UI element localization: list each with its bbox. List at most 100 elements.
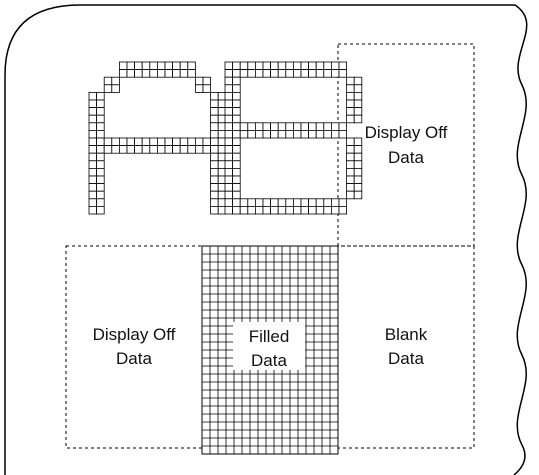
glyph-b-pixel [232,114,241,124]
glyph-a-pixel [141,61,151,70]
glyph-b-pixel [224,205,233,215]
glyph-a-pixel [96,152,105,162]
glyph-a-pixel [210,183,219,192]
glyph-b-pixel [308,198,317,207]
glyph-b-pixel [330,205,340,215]
glyph-b-pixel [292,129,302,139]
glyph-b-pixel [353,190,363,200]
glyph-a-pixel [88,137,97,146]
glyph-b-pixel [232,175,241,184]
glyph-a-pixel [96,114,105,124]
glyph-a-pixel [210,160,219,169]
glyph-b-pixel [247,129,256,139]
glyph-b-pixel [315,129,325,139]
glyph-a-pixel [119,69,128,78]
glyph-b-pixel [353,145,363,154]
glyph-b-pixel [353,107,363,116]
glyph-a-pixel [96,137,105,146]
glyph-a-pixel [172,145,181,154]
glyph-b-pixel [232,145,241,154]
glyph-b-pixel [330,61,340,70]
glyph-b-pixel [254,198,264,207]
glyph-a-pixel [88,107,97,116]
glyph-b-pixel [315,205,325,215]
glyph-b-pixel [353,76,363,86]
glyph-a-pixel [96,99,105,108]
glyph-b-pixel [247,198,256,207]
glyph-a-pixel [96,107,105,116]
glyph-a-pixel [88,152,97,162]
glyph-a-pixel [210,205,219,215]
glyph-b-pixel [232,167,241,177]
glyph-b-pixel [353,160,363,169]
glyph-b-pixel [346,92,355,101]
glyph-b-pixel [224,122,233,131]
glyph-a-pixel [141,145,151,154]
glyph-b-pixel [224,107,233,116]
glyph-b-pixel [239,205,249,215]
glyph-b-pixel [285,69,294,78]
glyph-b-pixel [232,76,241,86]
glyph-a-pixel [111,145,120,154]
glyph-a-pixel [210,129,219,139]
glyph-a-pixel [119,145,128,154]
glyph-b-pixel [308,69,317,78]
glyph-b-pixel [346,145,355,154]
glyph-b-pixel [239,129,249,139]
bottom-right-label-line1: Blank [385,325,428,344]
glyph-b-pixel [239,61,249,70]
glyph-a-pixel [149,137,158,146]
glyph-b-pixel [315,69,325,78]
glyph-b-pixel [224,137,233,146]
glyph-a-pixel [187,69,196,78]
glyph-a-pixel [96,160,105,169]
glyph-a-pixel [96,145,105,154]
glyph-b-pixel [346,183,355,192]
glyph-b-pixel [232,129,241,139]
glyph-a-pixel [126,137,135,146]
glyph-a-pixel [179,137,189,146]
glyph-b-pixel [232,205,241,215]
glyph-a-pixel [194,76,204,86]
panel-outline [4,4,528,475]
top-right-label-line1: Display Off [365,123,448,142]
glyph-b-pixel [277,69,287,78]
glyph-b-pixel [224,129,233,139]
glyph-b-pixel [353,137,363,146]
glyph-a-pixel [96,198,105,207]
glyph-b-pixel [300,69,309,78]
glyph-b-pixel [330,198,340,207]
filled-label-line1: Filled [249,327,290,346]
glyph-a-pixel [103,145,113,154]
glyph-b-pixel [224,84,233,93]
glyph-b-pixel [346,107,355,116]
glyph-b-pixel [232,84,241,93]
glyph-b-pixel [254,205,264,215]
glyph-b-pixel [353,152,363,162]
glyph-b-pixel [323,61,332,70]
glyph-b-pixel [232,99,241,108]
glyph-b-pixel [285,122,294,131]
glyph-b-pixel [323,129,332,139]
glyph-b-pixel [338,205,347,215]
glyph-b-pixel [346,84,355,93]
glyph-a-pixel [119,137,128,146]
glyph-a-pixel [210,175,219,184]
glyph-a-pixel [88,114,97,124]
glyph-b-pixel [270,69,279,78]
glyph-a-pixel [96,167,105,177]
glyph-b-pixel [300,61,309,70]
glyph-a-pixel [149,61,158,70]
glyph-b-pixel [292,198,302,207]
glyph-b-pixel [323,122,332,131]
glyph-b-pixel [262,69,271,78]
glyph-b-pixel [224,114,233,124]
glyph-a-pixel [141,69,151,78]
glyph-b-pixel [232,92,241,101]
glyph-a-pixel [187,145,196,154]
glyph-a-pixel [156,137,166,146]
glyph-b-pixel [262,198,271,207]
glyph-a-pixel [179,69,189,78]
glyph-b-pixel [323,205,332,215]
bottom-right-label-line2: Data [388,349,424,368]
